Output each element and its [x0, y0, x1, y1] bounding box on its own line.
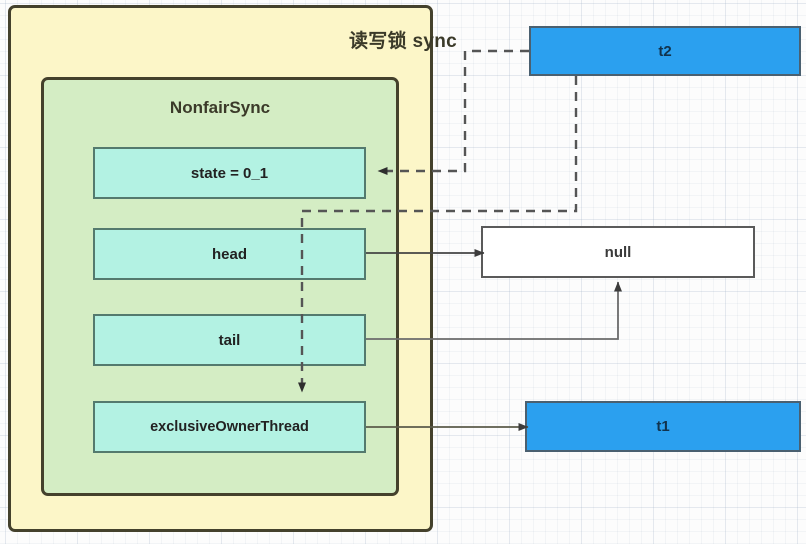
field-tail: tail [93, 314, 366, 366]
node-thread-t1: t1 [525, 401, 801, 452]
field-state: state = 0_1 [93, 147, 366, 199]
node-thread-t2: t2 [529, 26, 801, 76]
sync-title: 读写锁 sync [349, 31, 457, 52]
nonfairsync-title: NonfairSync [169, 98, 271, 117]
node-null: null [481, 226, 755, 278]
field-head: head [93, 228, 366, 280]
field-exclusive-owner-thread: exclusiveOwnerThread [93, 401, 366, 453]
